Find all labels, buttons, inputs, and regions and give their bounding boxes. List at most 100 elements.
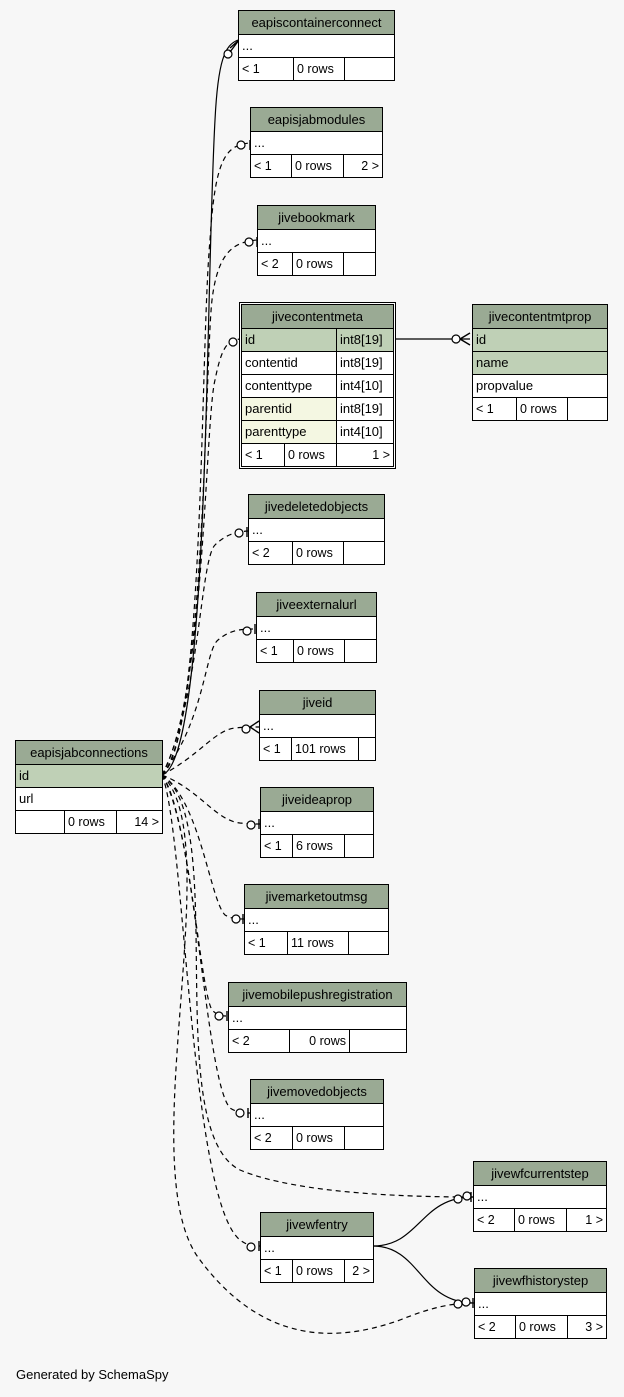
table-jivedeletedobjects[interactable]: jivedeletedobjects ... < 2 0 rows	[248, 494, 385, 565]
row-count: 0 rows	[515, 1316, 567, 1338]
marker-circle	[453, 1194, 463, 1204]
children-count: 3 >	[567, 1316, 606, 1338]
children-count	[349, 1030, 406, 1052]
parents-count: < 1	[254, 159, 272, 173]
table-title: jivedeletedobjects	[249, 495, 384, 519]
edge-jiveid	[161, 726, 260, 776]
edge-jivemovedobjects	[161, 774, 251, 1114]
marker-circle	[453, 1299, 463, 1309]
parents-count: < 1	[242, 62, 260, 76]
column-placeholder: ...	[478, 1296, 489, 1311]
children-count: 2 >	[343, 155, 382, 177]
column-placeholder: ...	[248, 912, 259, 927]
parents-count: < 1	[264, 839, 282, 853]
table-title: eapisjabmodules	[251, 108, 382, 132]
table-title: jivewfcurrentstep	[474, 1162, 606, 1186]
parents-count: < 1	[248, 936, 266, 950]
column-placeholder: ...	[254, 1107, 265, 1122]
table-eapisjabconnections[interactable]: eapisjabconnections id url 0 rows 14 >	[15, 740, 163, 834]
table-jivewfcurrentstep[interactable]: jivewfcurrentstep ... < 2 0 rows 1 >	[473, 1161, 607, 1232]
table-title: jiveideaprop	[261, 788, 373, 812]
edge-wfentry-historystep	[372, 1245, 475, 1304]
edge-jivecontentmeta	[161, 338, 242, 776]
column-name: id	[245, 332, 256, 347]
table-title: eapisjabconnections	[16, 741, 162, 765]
parents-count: < 1	[260, 644, 278, 658]
row-count: 6 rows	[292, 835, 344, 857]
edge-eapisjabmodules	[161, 142, 251, 776]
row-count: 0 rows	[516, 398, 567, 420]
marker-circle	[246, 1242, 256, 1252]
table-jivemovedobjects[interactable]: jivemovedobjects ... < 2 0 rows	[250, 1079, 384, 1150]
table-jivewfhistorystep[interactable]: jivewfhistorystep ... < 2 0 rows 3 >	[474, 1268, 607, 1339]
table-title: jivebookmark	[258, 206, 375, 230]
marker-circle	[241, 724, 251, 734]
column-type: int4[10]	[336, 375, 393, 397]
table-jivebookmark[interactable]: jivebookmark ... < 2 0 rows	[257, 205, 376, 276]
column-type: int4[10]	[336, 421, 393, 443]
table-eapiscontainerconnect[interactable]: eapiscontainerconnect ... < 1 0 rows	[238, 10, 395, 81]
column-placeholder: ...	[477, 1189, 488, 1204]
table-title: jivewfhistorystep	[475, 1269, 606, 1293]
crow-foot	[229, 39, 240, 53]
row-count: 0 rows	[292, 1127, 344, 1149]
parents-count: < 2	[252, 546, 270, 560]
column-placeholder: ...	[264, 1240, 275, 1255]
parents-count: < 2	[477, 1213, 495, 1227]
column-placeholder: ...	[260, 620, 271, 635]
row-count: 11 rows	[287, 932, 348, 954]
marker-circle	[228, 337, 238, 347]
table-eapisjabmodules[interactable]: eapisjabmodules ... < 1 0 rows 2 >	[250, 107, 383, 178]
children-count: 1 >	[566, 1209, 606, 1231]
children-count	[344, 1127, 383, 1149]
column-type: int8[19]	[336, 352, 393, 374]
marker-circle	[242, 626, 252, 636]
generated-by-footer: Generated by SchemaSpy	[16, 1367, 169, 1382]
parents-count: < 2	[478, 1320, 496, 1334]
column-name: url	[19, 791, 34, 806]
marker-circle	[451, 334, 461, 344]
row-count: 0 rows	[292, 253, 343, 275]
children-count	[344, 835, 373, 857]
marker-circle	[236, 140, 246, 150]
column-name: parenttype	[245, 424, 307, 439]
column-name: id	[476, 332, 487, 347]
edge-jivedeletedobjects	[161, 530, 249, 776]
children-count	[344, 640, 376, 662]
edge-jivewfhistorystep	[161, 774, 475, 1334]
marker-circle	[234, 528, 244, 538]
edge-jiveexternalurl	[161, 628, 257, 776]
edge-jivebookmark	[161, 239, 258, 776]
table-jivemobilepushregistration[interactable]: jivemobilepushregistration ... < 2 0 row…	[228, 982, 407, 1053]
row-count: 0 rows	[289, 1030, 349, 1052]
edge-jivemarketoutmsg	[161, 774, 245, 920]
table-jivewfentry[interactable]: jivewfentry ... < 1 0 rows 2 >	[260, 1212, 374, 1283]
column-name: propvalue	[476, 378, 534, 393]
edge-jiveideaprop	[161, 774, 261, 825]
table-jiveid[interactable]: jiveid ... < 1 101 rows	[259, 690, 376, 761]
table-title: eapiscontainerconnect	[239, 11, 394, 35]
row-count: 0 rows	[293, 640, 344, 662]
parents-count: < 1	[263, 742, 281, 756]
table-jivecontentmtprop[interactable]: jivecontentmtprop id name propvalue < 1 …	[472, 304, 608, 421]
column-placeholder: ...	[264, 815, 275, 830]
table-jiveexternalurl[interactable]: jiveexternalurl ... < 1 0 rows	[256, 592, 377, 663]
column-name: contentid	[245, 355, 298, 370]
parents-count: < 1	[476, 402, 494, 416]
edge-jivewfcurrentstep	[161, 774, 474, 1198]
table-jiveideaprop[interactable]: jiveideaprop ... < 1 6 rows	[260, 787, 374, 858]
children-count	[567, 398, 607, 420]
table-title: jivecontentmeta	[242, 305, 393, 329]
column-name: contenttype	[245, 378, 313, 393]
children-count	[344, 58, 394, 80]
table-title: jiveid	[260, 691, 375, 715]
edge-wfentry-currentstep	[372, 1196, 474, 1247]
table-jivecontentmeta[interactable]: jivecontentmeta id int8[19] contentid in…	[239, 302, 396, 469]
column-placeholder: ...	[254, 135, 265, 150]
table-title: jivemarketoutmsg	[245, 885, 388, 909]
row-count: 0 rows	[291, 155, 343, 177]
marker-circle	[231, 914, 241, 924]
edge-eapiscontainerconnect	[161, 39, 239, 776]
table-jivemarketoutmsg[interactable]: jivemarketoutmsg ... < 1 11 rows	[244, 884, 389, 955]
